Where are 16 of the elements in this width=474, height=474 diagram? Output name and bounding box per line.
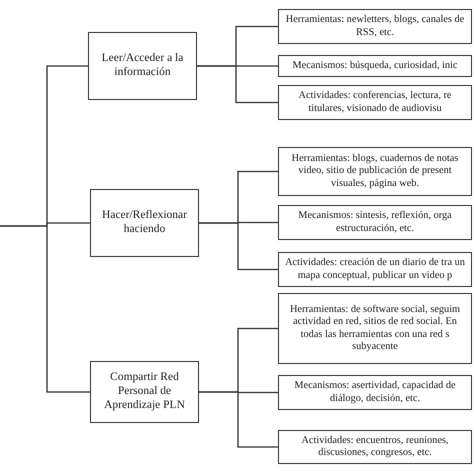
detail-box: Mecanismos: síntesis, reflexión, orga estructuración, etc. xyxy=(278,205,472,240)
detail-box: Actividades: conferencias, lectura, re titulares, visionado de audiovisu xyxy=(278,85,472,120)
connector-line xyxy=(197,65,278,104)
detail-box: Mecanismos: búsqueda, curiosidad, inic xyxy=(278,55,472,77)
category-box: Leer/Acceder a la información xyxy=(88,32,197,100)
detail-box: Herramientas: blogs, cuadernos de notas video, sitio de publicación de present visuales, página web. xyxy=(278,147,472,196)
detail-box: Herramientas: de software social, seguim actividad en red, sitios de red social. En todas las herramientas con una red s subyacente xyxy=(278,293,472,364)
connector-line xyxy=(199,222,278,270)
category-box: Hacer/Reflexionar haciendo xyxy=(90,189,199,257)
connector-line xyxy=(0,225,90,393)
category-box: Compartir Red Personal de Aprendizaje PLN xyxy=(90,361,199,423)
detail-box: Mecanismos: asertividad, capacidad de diálogo, decisión, etc. xyxy=(278,375,472,410)
detail-box: Herramientas: newletters, blogs, canales de RSS, etc. xyxy=(278,9,472,44)
detail-box: Actividades: creación de un diario de tra un mapa conceptual, publicar un video p xyxy=(278,252,472,287)
connector-line xyxy=(199,391,278,448)
detail-box: Actividades: encuentros, reuniones, discusiones, congresos, etc. xyxy=(278,430,472,464)
